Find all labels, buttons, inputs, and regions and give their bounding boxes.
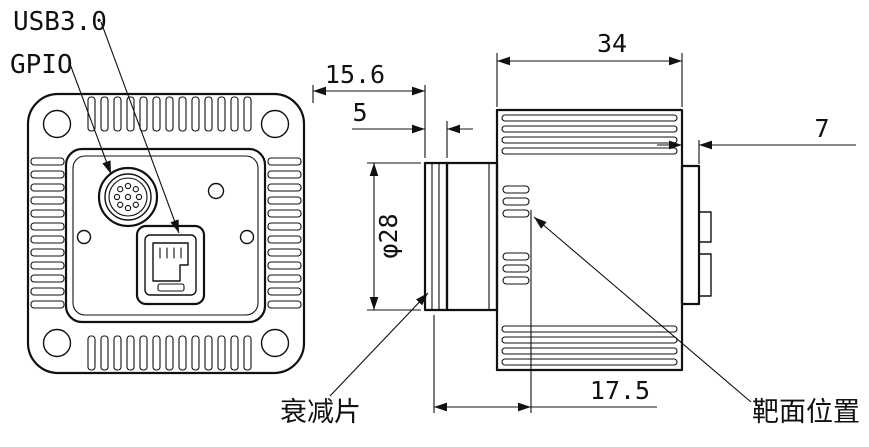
panel-screw-left xyxy=(76,229,92,245)
dim-rear-depth xyxy=(657,140,856,164)
usb-plug-profile xyxy=(152,242,189,282)
side-fins-bottom xyxy=(501,325,678,366)
side-vent-slots-lower xyxy=(502,252,530,285)
dim-lens-diameter-text: φ28 xyxy=(374,213,403,258)
rear-cover xyxy=(680,164,701,306)
mounting-hole-bottom-left xyxy=(42,328,72,358)
camera-body-outline xyxy=(26,92,306,375)
side-vent-slots-upper xyxy=(502,185,530,218)
dim-front-length xyxy=(312,85,426,158)
panel-screw-right xyxy=(239,229,255,245)
gpio-pins xyxy=(113,182,143,212)
mounting-hole-top-left xyxy=(42,109,72,139)
led-indicator xyxy=(207,182,225,200)
dim-film-gap xyxy=(352,121,473,158)
heatsink-fins-left xyxy=(30,157,65,309)
camera-side-view xyxy=(423,108,712,372)
target-position-label: 靶面位置 xyxy=(752,397,860,428)
side-fins-top xyxy=(501,114,678,155)
io-panel-inner-outline xyxy=(72,155,259,316)
camera-body-side-outline xyxy=(495,108,684,372)
target-leader-line xyxy=(533,216,752,403)
camera-front-view xyxy=(26,92,306,375)
dim-film-to-sensor-text: 17.5 xyxy=(590,376,650,405)
heatsink-fins-top xyxy=(87,96,252,132)
io-panel xyxy=(64,147,267,324)
dim-rear-depth-text: 7 xyxy=(814,114,829,143)
io-panel-outline xyxy=(64,147,267,324)
attenuator-strip xyxy=(423,161,449,312)
usb-connector xyxy=(135,224,206,306)
dim-film-to-sensor xyxy=(433,210,657,413)
rear-connector-bumps xyxy=(698,211,712,297)
usb-label: USB3.0 xyxy=(13,7,107,37)
heatsink-fins-right xyxy=(267,157,302,309)
usb-leader-line xyxy=(100,21,180,234)
dim-body-width-text: 34 xyxy=(597,29,627,58)
gpio-label: GPIO xyxy=(10,50,73,80)
dim-film-gap-text: 5 xyxy=(352,98,367,127)
gpio-leader-line xyxy=(69,63,112,175)
lens-barrel xyxy=(445,161,499,312)
attenuator-label: 衰减片 xyxy=(280,397,361,428)
usb-contacts xyxy=(159,247,182,259)
mounting-hole-bottom-right xyxy=(260,328,290,358)
dim-body-width xyxy=(496,53,683,107)
heatsink-fins-bottom xyxy=(87,335,252,371)
gpio-connector xyxy=(97,166,159,228)
mounting-hole-top-right xyxy=(260,109,290,139)
dim-front-length-text: 15.6 xyxy=(325,60,385,89)
attenuator-leader-line xyxy=(329,292,429,397)
